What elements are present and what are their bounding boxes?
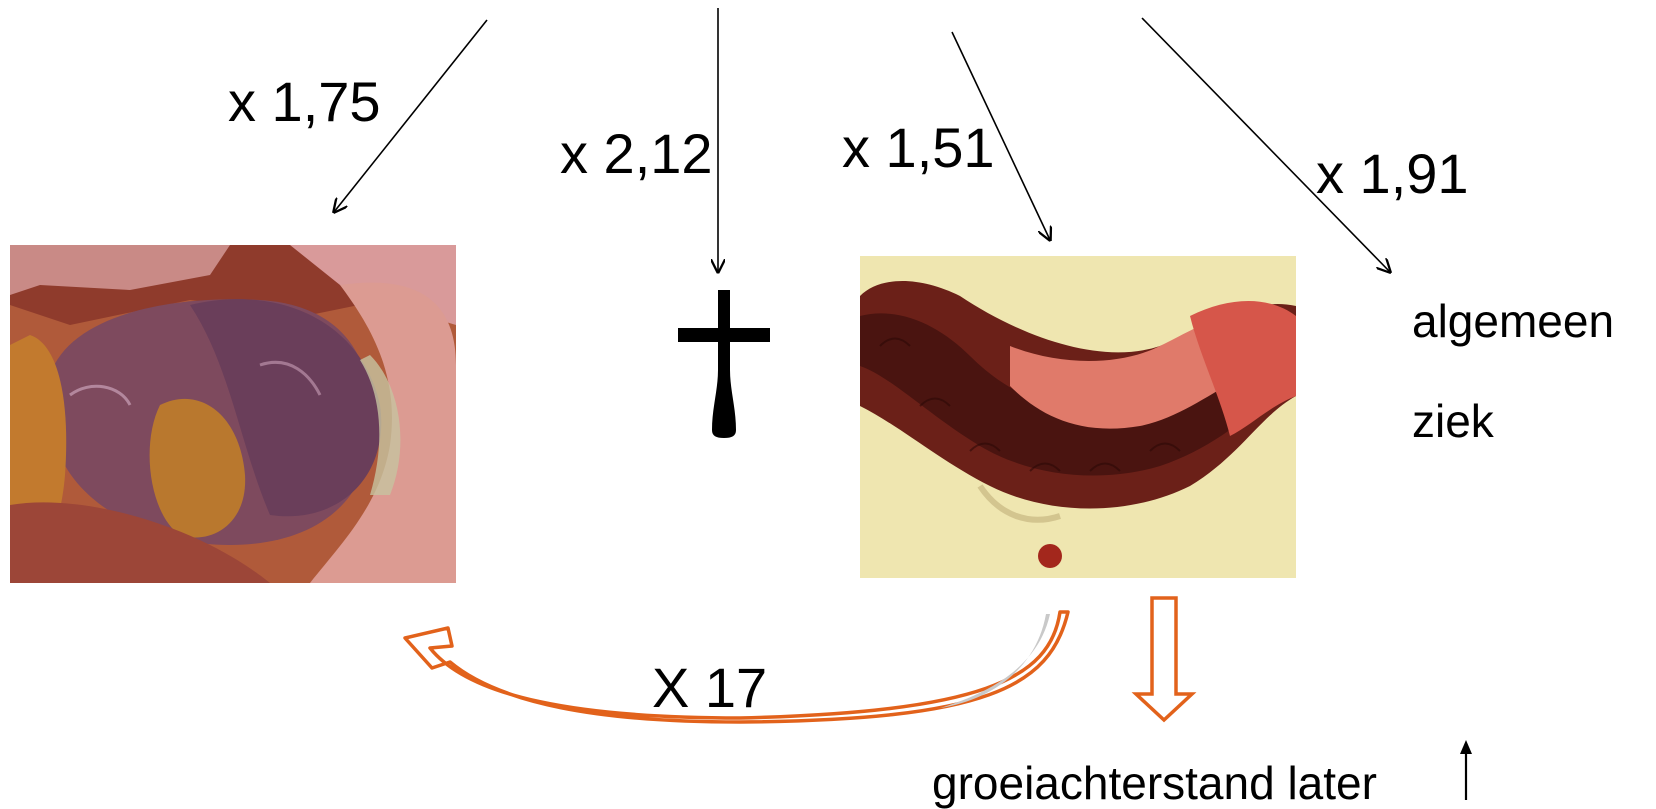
outcome-general-line1: algemeen <box>1412 298 1614 344</box>
factor-lung-label: x 1,75 <box>228 74 381 130</box>
factor-general-label: x 1,91 <box>1316 146 1469 202</box>
intestine-to-lung-factor-label: X 17 <box>652 660 767 716</box>
outcome-general-line2: ziek <box>1412 398 1494 444</box>
lung-photo <box>10 245 456 583</box>
up-arrow-icon <box>1460 740 1472 800</box>
factor-intestine-label: x 1,51 <box>842 120 995 176</box>
growth-note-label: groeiachterstand later <box>932 760 1377 806</box>
intestine-photo <box>860 256 1296 578</box>
down-arrow-growth <box>1136 598 1192 720</box>
cross-icon <box>676 290 772 438</box>
factor-death-label: x 2,12 <box>560 126 713 182</box>
